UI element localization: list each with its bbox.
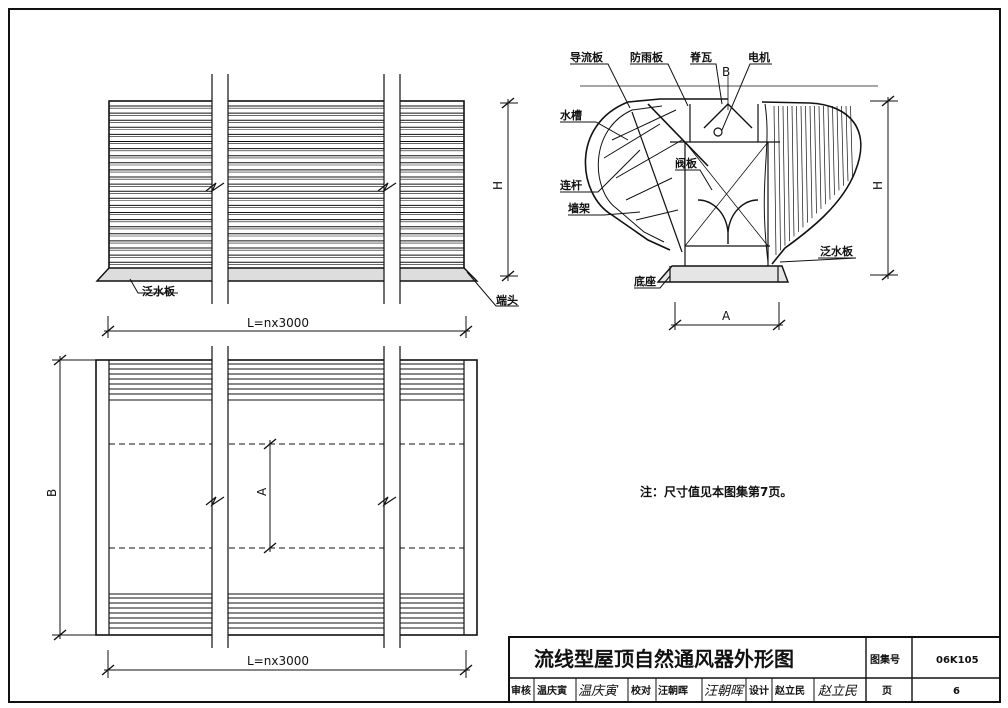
- louver-slat: [778, 105, 781, 251]
- louver-slat: [800, 105, 804, 228]
- sheet-border: [8, 8, 1001, 703]
- section-height-label: H: [871, 181, 885, 190]
- louver-slat: [809, 105, 813, 219]
- louver-slat: [805, 105, 808, 223]
- elevation-end-cap-label: 端头: [496, 293, 518, 307]
- gutter-label: 水槽: [560, 108, 582, 122]
- louver-slat: [836, 105, 840, 191]
- reviewer-name: 温庆寅: [537, 684, 567, 697]
- designer-signature: 赵立民: [818, 684, 858, 699]
- wall-frame-label: 墙架: [568, 201, 590, 215]
- louver-slat: [791, 105, 795, 237]
- right-shell-louvers: [773, 105, 853, 256]
- plan-louvers: [109, 363, 464, 629]
- elevation-length-label: L=nx3000: [247, 316, 309, 330]
- louver-slat: [841, 105, 844, 186]
- ridge-tile-label: 脊瓦: [689, 50, 712, 64]
- checker-signature: 汪朝晖: [704, 684, 745, 699]
- cross-section: B H A 导流板 防雨板 脊瓦 电机 水槽 阀板 连杆 墙架 泛水板: [560, 50, 898, 331]
- section-flashing-label: 泛水板: [820, 244, 854, 258]
- louver-slat: [850, 105, 853, 177]
- designer-name: 赵立民: [774, 684, 805, 697]
- louver-slat: [832, 105, 835, 196]
- checker-name: 汪朝晖: [658, 684, 688, 697]
- reviewer-signature: 温庆寅: [578, 684, 619, 699]
- damper-left: [697, 199, 729, 233]
- louver-slat: [773, 105, 777, 256]
- elevation-flashing-label: 泛水板: [142, 284, 176, 298]
- damper-right: [727, 199, 759, 233]
- page-label: 页: [882, 685, 892, 697]
- louver-slat: [787, 105, 790, 242]
- drawing-title: 流线型屋顶自然通风器外形图: [534, 647, 794, 671]
- louver-slat: [782, 105, 786, 246]
- louver-slat: [814, 105, 817, 214]
- section-throat-label: A: [722, 309, 731, 323]
- left-guide-shell: [584, 98, 728, 251]
- drawing-note: 注：尺寸值见本图集第7页。: [640, 484, 792, 499]
- check-label: 校对: [631, 684, 651, 697]
- plan-length-label: L=nx3000: [247, 654, 309, 668]
- damper-label: 阀板: [675, 156, 698, 170]
- base-label: 底座: [634, 274, 656, 288]
- atlas-number: 06K105: [936, 655, 979, 666]
- section-base: [656, 265, 790, 283]
- elevation-flashing-base: [95, 267, 479, 282]
- rain-plate-label: 防雨板: [630, 50, 664, 64]
- review-label: 审核: [511, 684, 531, 697]
- elevation-louvers: [109, 105, 464, 265]
- louver-slat: [827, 105, 831, 200]
- louver-slat: [823, 105, 826, 205]
- plan-throat-label: A: [255, 487, 269, 496]
- plan-width-label: B: [45, 489, 59, 497]
- louver-slat: [818, 105, 822, 209]
- plan-view: A B L=nx3000: [45, 346, 478, 678]
- louver-slat: [796, 105, 799, 232]
- guide-plate-label: 导流板: [570, 50, 604, 64]
- link-rod-label: 连杆: [560, 178, 582, 192]
- motor: [713, 127, 723, 137]
- motor-label: 电机: [748, 50, 770, 64]
- front-elevation: H 泛水板 端头 L=nx3000: [95, 74, 519, 338]
- section-b-label: B: [722, 65, 730, 79]
- page-number: 6: [953, 686, 960, 697]
- design-label: 设计: [749, 684, 769, 697]
- title-block: 流线型屋顶自然通风器外形图 图集号 06K105 页 6 审核 温庆寅 温庆寅 …: [508, 636, 1001, 703]
- right-shell: [761, 101, 862, 265]
- louver-slat: [845, 105, 849, 182]
- elevation-height-label: H: [491, 181, 505, 190]
- atlas-number-label: 图集号: [870, 653, 900, 666]
